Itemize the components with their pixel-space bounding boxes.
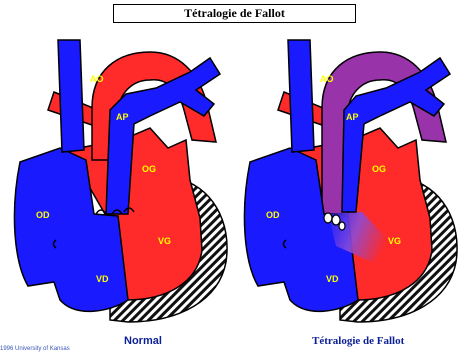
- credit-text: 1996 University of Kansas: [0, 346, 70, 352]
- label-ao: AO: [320, 74, 334, 84]
- vena-cava: [58, 40, 84, 152]
- label-ap: AP: [116, 112, 129, 122]
- caption-fallot: Tétralogie de Fallot: [312, 335, 404, 347]
- vena-cava: [288, 40, 314, 152]
- label-od: OD: [266, 210, 280, 220]
- label-vg: VG: [158, 236, 171, 246]
- label-od: OD: [36, 210, 50, 220]
- label-og: OG: [372, 164, 386, 174]
- label-vd: VD: [326, 274, 339, 284]
- caption-normal: Normal: [124, 335, 162, 347]
- normal-heart-diagram: AO AP OG OD VG VD: [0, 0, 235, 336]
- label-ap: AP: [346, 112, 359, 122]
- label-og: OG: [142, 164, 156, 174]
- label-vd: VD: [96, 274, 109, 284]
- label-ao: AO: [90, 74, 104, 84]
- label-vg: VG: [388, 236, 401, 246]
- fallot-heart-diagram: AO AP OG OD VG VD: [232, 0, 467, 336]
